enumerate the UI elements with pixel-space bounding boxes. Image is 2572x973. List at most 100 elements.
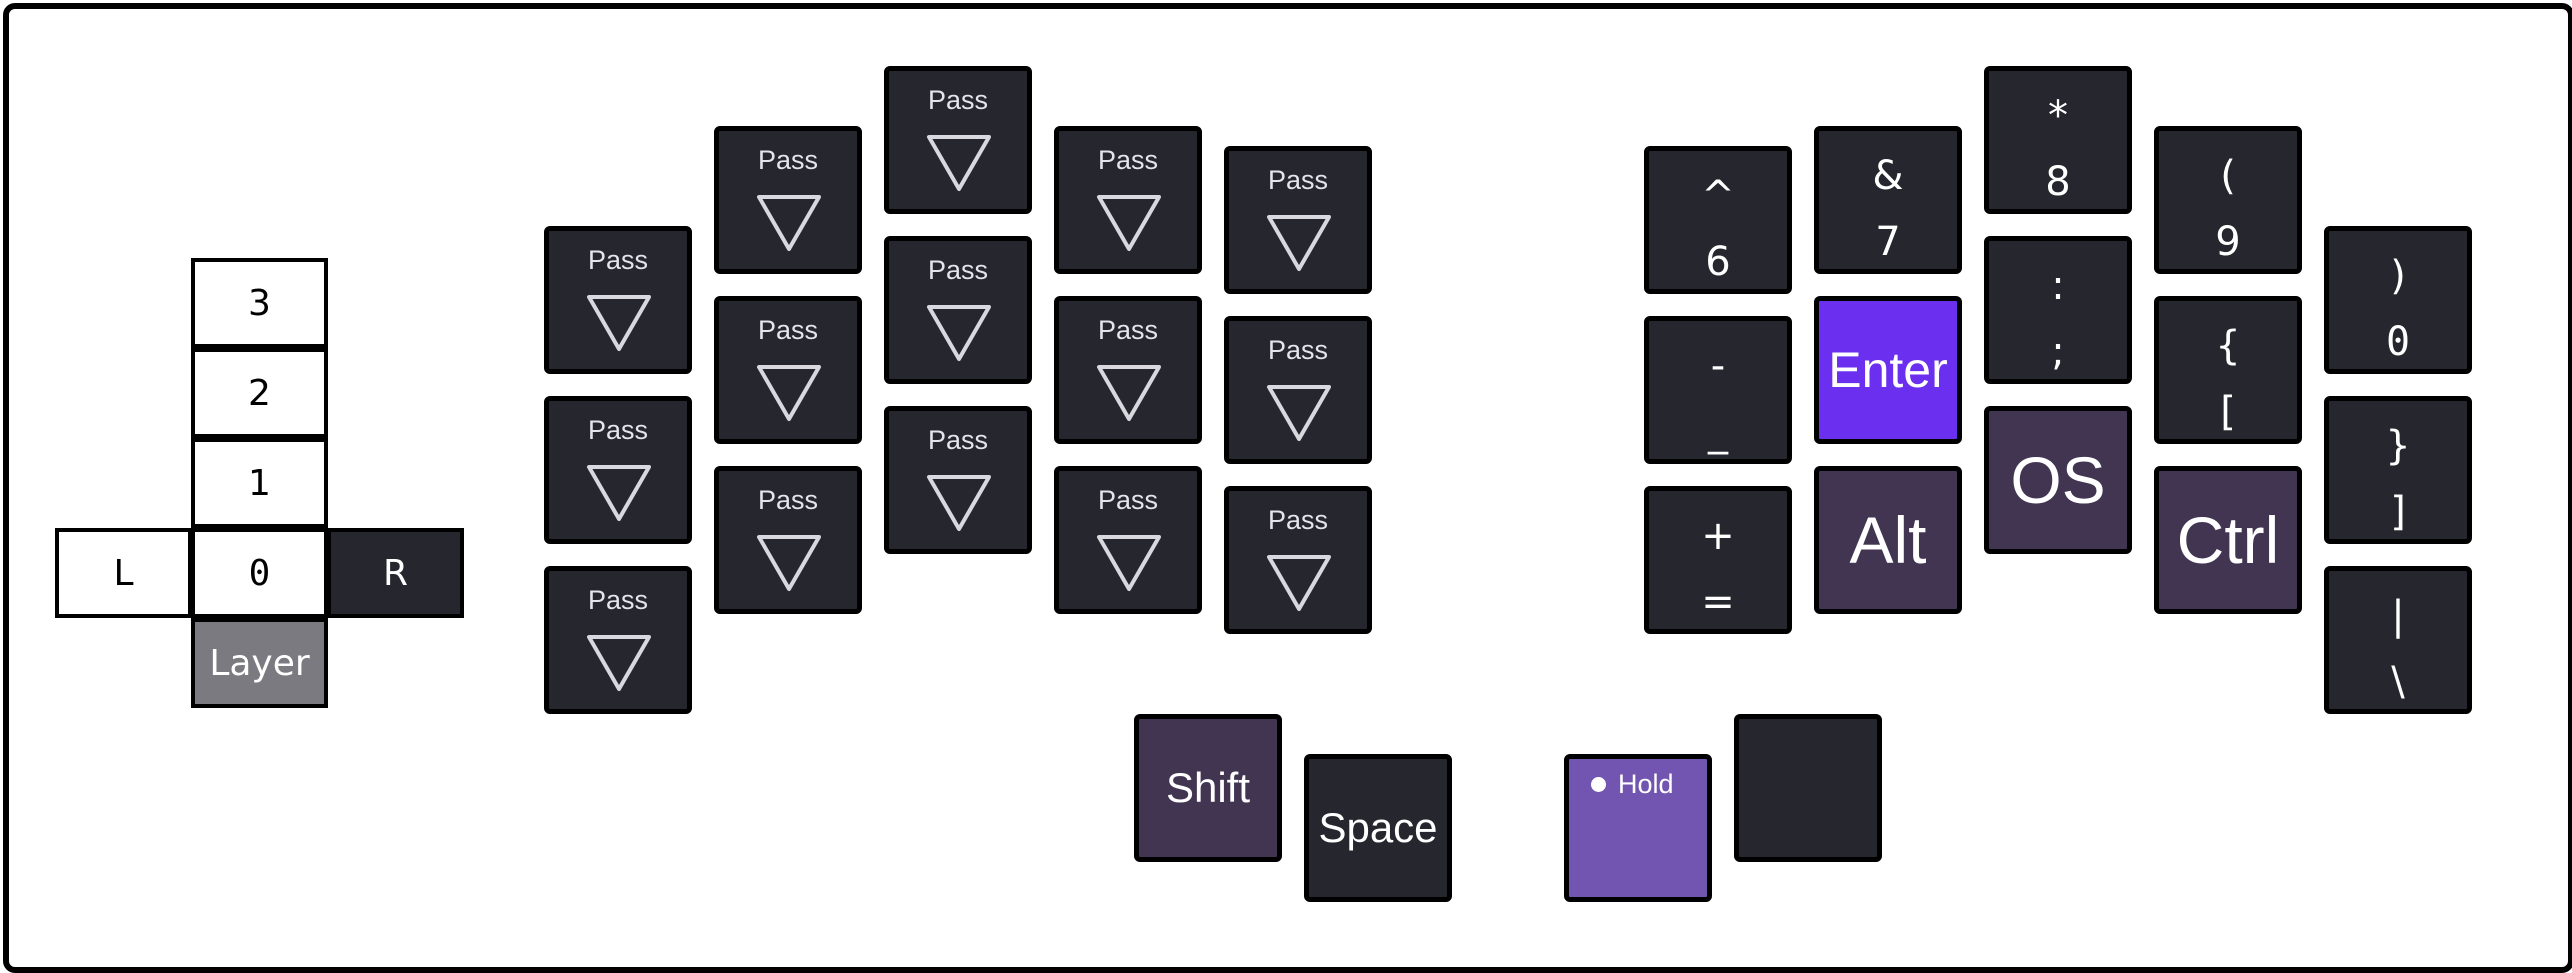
pass-key-label: Pass <box>1267 165 1329 195</box>
hold-dot-icon <box>1591 777 1606 792</box>
key-6-shift-label: ^ <box>1701 173 1735 219</box>
pass-key[interactable]: Pass <box>544 396 692 544</box>
pass-key[interactable]: Pass <box>1224 486 1372 634</box>
down-triangle-icon <box>757 195 821 251</box>
key-7-label: 7 <box>1875 219 1901 265</box>
layer-left-cell[interactable]: L <box>55 528 192 618</box>
key-8[interactable]: * 8 <box>1984 66 2132 214</box>
pass-key[interactable]: Pass <box>714 126 862 274</box>
key-colon-label: : <box>2051 263 2065 309</box>
down-triangle-icon <box>1097 195 1161 251</box>
key-alt[interactable]: Alt <box>1814 466 1962 614</box>
key-minus-label: - <box>1710 343 1726 389</box>
key-right-brace-label: } <box>2385 423 2411 469</box>
pass-key[interactable]: Pass <box>1054 466 1202 614</box>
key-0-label: 0 <box>2385 319 2411 365</box>
key-semicolon-label: ; <box>2051 329 2065 375</box>
down-triangle-icon <box>757 535 821 591</box>
key-shift[interactable]: Shift <box>1134 714 1282 862</box>
pass-key[interactable]: Pass <box>714 466 862 614</box>
layer-0-cell[interactable]: 0 <box>191 528 328 618</box>
layer-label-cell: Layer <box>191 618 328 708</box>
pass-key-label: Pass <box>1267 505 1329 535</box>
key-os-label: OS <box>2010 443 2106 517</box>
key-blank[interactable] <box>1734 714 1882 862</box>
key-left-bracket[interactable]: { [ <box>2154 296 2302 444</box>
pass-key-label: Pass <box>587 415 649 445</box>
down-triangle-icon <box>927 305 991 361</box>
key-left-brace-label: { <box>2215 323 2241 369</box>
key-semicolon[interactable]: : ; <box>1984 236 2132 384</box>
pass-key[interactable]: Pass <box>544 226 692 374</box>
key-ctrl-label: Ctrl <box>2176 503 2280 577</box>
key-backslash-label: \ <box>2391 659 2405 705</box>
key-0-shift-label: ) <box>2390 253 2406 299</box>
key-plus-label: + <box>1701 513 1735 559</box>
down-triangle-icon <box>1097 535 1161 591</box>
key-alt-label: Alt <box>1849 503 1927 577</box>
pass-key-label: Pass <box>1097 145 1159 175</box>
key-pipe-label: | <box>2391 593 2405 639</box>
key-left-bracket-label: [ <box>2220 389 2236 435</box>
key-7-shift-label: & <box>1872 153 1904 199</box>
down-triangle-icon <box>927 475 991 531</box>
pass-key-label: Pass <box>1267 335 1329 365</box>
pass-key[interactable]: Pass <box>1054 126 1202 274</box>
layer-1-cell[interactable]: 1 <box>191 438 328 528</box>
pass-key[interactable]: Pass <box>714 296 862 444</box>
key-blank-label <box>1739 719 1877 857</box>
pass-key[interactable]: Pass <box>884 66 1032 214</box>
down-triangle-icon <box>927 135 991 191</box>
pass-key[interactable]: Pass <box>1224 146 1372 294</box>
key-right-bracket[interactable]: } ] <box>2324 396 2472 544</box>
key-9[interactable]: ( 9 <box>2154 126 2302 274</box>
hold-indicator: Hold <box>1591 769 1674 800</box>
down-triangle-icon <box>1267 385 1331 441</box>
key-hold[interactable]: Hold <box>1564 754 1712 902</box>
key-minus[interactable]: - _ <box>1644 316 1792 464</box>
pass-key[interactable]: Pass <box>1224 316 1372 464</box>
key-os[interactable]: OS <box>1984 406 2132 554</box>
down-triangle-icon <box>757 365 821 421</box>
pass-key-label: Pass <box>927 85 989 115</box>
key-enter[interactable]: Enter <box>1814 296 1962 444</box>
key-6[interactable]: ^ 6 <box>1644 146 1792 294</box>
pass-key[interactable]: Pass <box>1054 296 1202 444</box>
pass-key-label: Pass <box>1097 315 1159 345</box>
key-9-shift-label: ( <box>2220 153 2236 199</box>
down-triangle-icon <box>587 635 651 691</box>
down-triangle-icon <box>587 295 651 351</box>
key-space[interactable]: Space <box>1304 754 1452 902</box>
pass-key[interactable]: Pass <box>544 566 692 714</box>
key-8-label: 8 <box>2045 159 2071 205</box>
pass-key-label: Pass <box>927 255 989 285</box>
key-space-label: Space <box>1318 804 1438 851</box>
down-triangle-icon <box>1267 215 1331 271</box>
key-0[interactable]: ) 0 <box>2324 226 2472 374</box>
pass-key-label: Pass <box>1097 485 1159 515</box>
key-6-label: 6 <box>1705 239 1731 285</box>
key-9-label: 9 <box>2215 219 2241 265</box>
key-ctrl[interactable]: Ctrl <box>2154 466 2302 614</box>
layer-3-cell[interactable]: 3 <box>191 258 328 348</box>
key-backslash[interactable]: | \ <box>2324 566 2472 714</box>
key-equals-label: = <box>1701 579 1735 625</box>
pass-key-label: Pass <box>927 425 989 455</box>
down-triangle-icon <box>1267 555 1331 611</box>
pass-key-label: Pass <box>757 145 819 175</box>
down-triangle-icon <box>587 465 651 521</box>
layer-right-cell[interactable]: R <box>327 528 464 618</box>
pass-key[interactable]: Pass <box>884 236 1032 384</box>
pass-key[interactable]: Pass <box>884 406 1032 554</box>
down-triangle-icon <box>1097 365 1161 421</box>
key-underscore-label: _ <box>1708 409 1728 455</box>
key-enter-label: Enter <box>1828 342 1948 398</box>
layer-2-cell[interactable]: 2 <box>191 348 328 438</box>
key-8-shift-label: * <box>2048 93 2068 139</box>
pass-key-label: Pass <box>587 585 649 615</box>
key-7[interactable]: & 7 <box>1814 126 1962 274</box>
pass-key-label: Pass <box>757 485 819 515</box>
key-equals[interactable]: + = <box>1644 486 1792 634</box>
key-hold-label: Hold <box>1618 769 1674 799</box>
pass-key-label: Pass <box>587 245 649 275</box>
